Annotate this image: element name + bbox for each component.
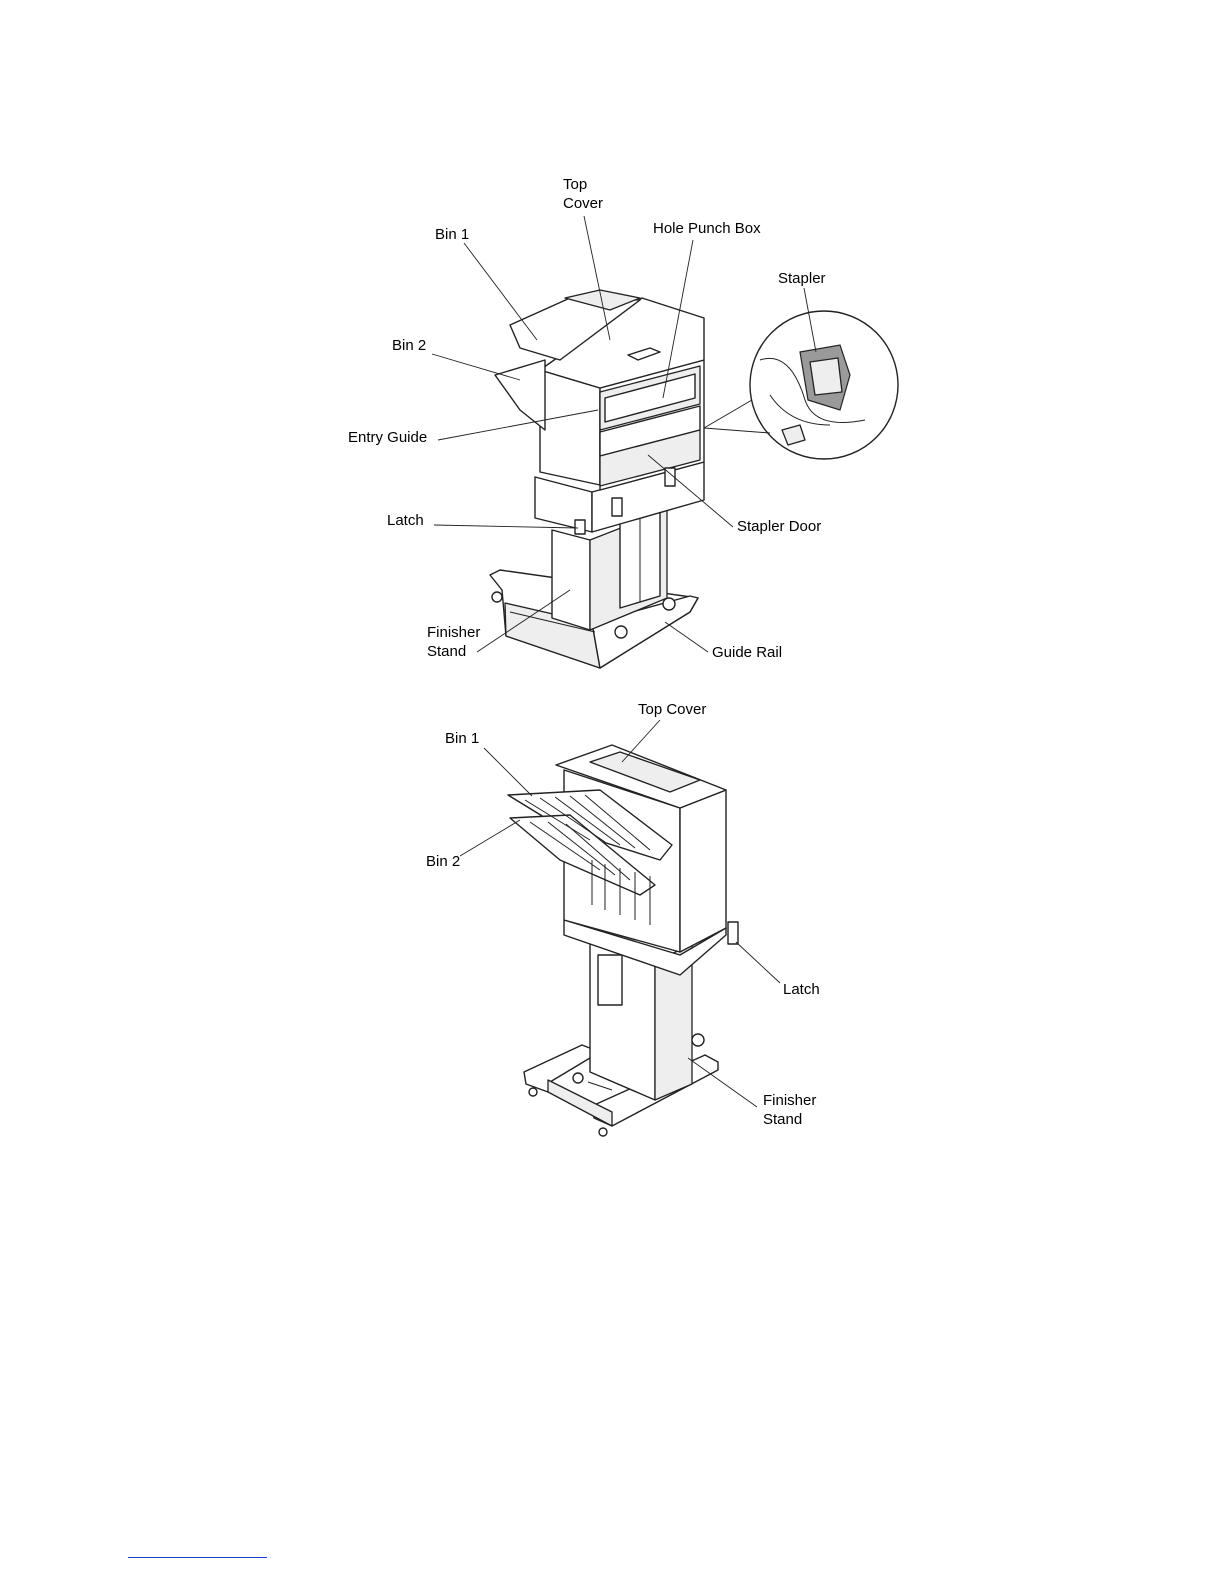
latch-icon: [575, 520, 585, 534]
finisher-body-side: [540, 370, 600, 485]
label-entry-guide: Entry Guide: [348, 428, 427, 447]
label-bin-2: Bin 2: [392, 336, 426, 355]
label-guide-rail: Guide Rail: [712, 643, 782, 662]
label-top-cover: Top Cover: [638, 700, 706, 719]
label-finisher-stand: Finisher Stand: [763, 1091, 816, 1129]
label-bin-1: Bin 1: [435, 225, 469, 244]
label-bin-1: Bin 1: [445, 729, 479, 748]
footer-rule: [128, 1557, 267, 1558]
screw-icon: [663, 598, 675, 610]
label-stapler-door: Stapler Door: [737, 517, 821, 536]
screw-icon: [615, 626, 627, 638]
label-hole-punch-box: Hole Punch Box: [653, 219, 761, 238]
screw-icon: [692, 1034, 704, 1046]
label-latch: Latch: [783, 980, 820, 999]
label-latch: Latch: [387, 511, 424, 530]
bin-2-tray: [495, 360, 545, 430]
label-stapler: Stapler: [778, 269, 826, 288]
label-bin-2: Bin 2: [426, 852, 460, 871]
finisher-body-side: [680, 790, 726, 952]
latch-icon: [728, 922, 738, 944]
label-top-cover: Top Cover: [563, 175, 603, 213]
stand-base-left: [524, 1045, 600, 1092]
finisher-stand-column: [552, 530, 590, 630]
label-finisher-stand: Finisher Stand: [427, 623, 480, 661]
